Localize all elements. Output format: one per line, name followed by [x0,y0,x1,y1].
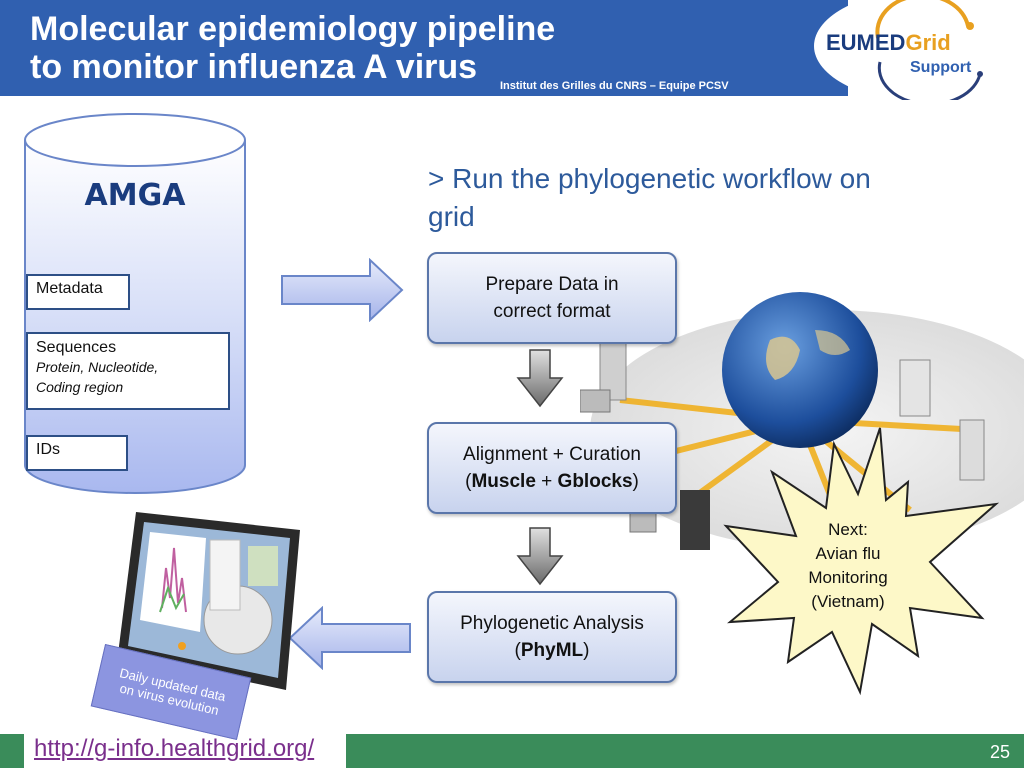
callout-line-2: Avian flu [815,544,881,563]
step-alignment-line-2: (Muscle + Gblocks) [465,468,639,495]
svg-text:Support: Support [910,59,972,76]
sequences-detail-1: Protein, Nucleotide, [36,359,159,375]
ids-label: IDs [26,435,128,471]
right-arrow-icon [281,258,404,322]
step-prepare-data: Prepare Data in correct format [427,252,677,344]
eumedgrid-logo: EUMEDGrid Support [814,0,1024,100]
step-alignment-open-paren: ( [465,471,472,492]
step-phylo-line-1: Phylogenetic Analysis [460,613,644,634]
left-arrow-icon [288,606,411,670]
gblocks-tool: Gblocks [557,471,633,492]
step-alignment-curation: Alignment + Curation (Muscle + Gblocks) [427,422,677,514]
footer-bar-right [346,734,1024,768]
starburst-callout [723,427,1000,696]
sequences-title: Sequences [36,339,117,356]
step-alignment-line-1: Alignment + Curation [463,444,641,465]
phyml-tool: PhyML [520,640,584,661]
footer-url-link[interactable]: http://g-info.healthgrid.org/ [34,735,315,762]
down-arrow-icon [516,527,564,586]
slide-title: Molecular epidemiology pipeline to monit… [30,10,630,86]
title-line-2: to monitor influenza A virus [30,48,478,86]
database-name: AMGA [84,178,186,213]
workflow-heading: > Run the phylogenetic workflow on grid [428,160,988,236]
workflow-heading-line-2: grid [428,201,475,232]
monitor-illustration [118,512,300,690]
footer-bar-left [0,734,24,768]
metadata-label: Metadata [26,274,130,310]
header-subtitle: Institut des Grilles du CNRS – Equipe PC… [500,80,729,92]
step-prepare-line-1: Prepare Data in [485,274,619,295]
step-phylo-line-2: (PhyML) [515,637,590,664]
callout-line-4: (Vietnam) [811,592,885,611]
callout-line-3: Monitoring [808,568,888,587]
sequences-detail-2: Coding region [36,379,124,395]
down-arrow-icon [516,349,564,408]
step-alignment-close-paren: ) [632,471,639,492]
callout-line-1: Next: [828,520,868,539]
step-prepare-line-2: correct format [493,301,611,322]
grid-globe-illustration [580,292,1024,550]
step-alignment-plus: + [535,471,558,492]
page-number: 25 [990,742,1011,762]
muscle-tool: Muscle [471,471,536,492]
svg-text:EUMEDGrid: EUMEDGrid [826,30,951,55]
title-line-1: Molecular epidemiology pipeline [30,10,556,48]
workflow-heading-line-1: > Run the phylogenetic workflow on [428,163,871,194]
callout-text: Next: Avian flu Monitoring (Vietnam) [760,518,936,614]
sequences-label: Sequences Protein, Nucleotide, Coding re… [26,332,230,410]
step-phylo-close-paren: ) [583,640,590,661]
step-phylo-open-paren: ( [514,640,521,661]
header-bar [0,0,848,96]
step-phylogenetic-analysis: Phylogenetic Analysis (PhyML) [427,591,677,683]
